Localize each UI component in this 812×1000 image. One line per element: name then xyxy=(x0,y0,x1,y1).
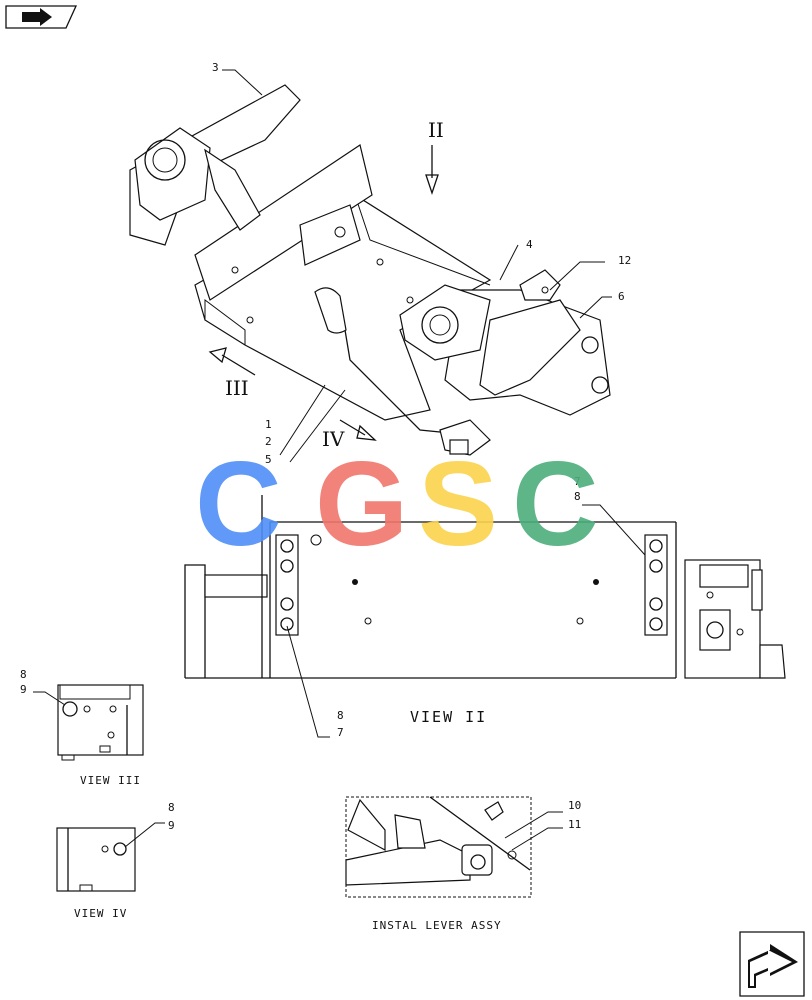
caption-view-iv: VIEW IV xyxy=(74,907,127,920)
view-arrow-ii: II xyxy=(425,118,444,196)
callout-11: 11 xyxy=(568,818,581,831)
callout-8-view-iv: 8 xyxy=(168,801,175,814)
callout-3: 3 xyxy=(212,61,219,74)
watermark-letter-s: S xyxy=(418,437,498,571)
callout-2: 2 xyxy=(265,435,272,448)
callout-1: 1 xyxy=(265,418,272,431)
view-arrow-ii-label: II xyxy=(428,118,444,142)
main-assembly xyxy=(129,84,611,456)
callout-lines xyxy=(33,69,646,851)
callout-12: 12 xyxy=(618,254,631,267)
callout-10: 10 xyxy=(568,799,581,812)
callout-7-upper: 7 xyxy=(574,475,581,488)
instal-lever-drawing xyxy=(345,796,532,898)
caption-instal-lever-assy: INSTAL LEVER ASSY xyxy=(372,919,502,932)
view-arrow-iv: IV xyxy=(322,419,377,451)
watermark-letter-c2: C xyxy=(512,437,599,571)
caption-view-ii: VIEW II xyxy=(410,708,487,726)
callout-9-view-iv: 9 xyxy=(168,819,175,832)
callout-4: 4 xyxy=(526,238,533,251)
callout-7-lower: 7 xyxy=(337,726,344,739)
callout-8-lower: 8 xyxy=(337,709,344,722)
callout-8-upper: 8 xyxy=(574,490,581,503)
callout-5: 5 xyxy=(265,453,272,466)
view-ii-drawing xyxy=(184,495,786,679)
view-arrow-iii: III xyxy=(208,347,256,400)
view-iv-drawing xyxy=(56,827,136,892)
nav-forward-icon[interactable] xyxy=(739,931,805,997)
view-arrow-iv-label: IV xyxy=(322,427,345,451)
view-arrow-iii-label: III xyxy=(225,376,249,400)
callout-6: 6 xyxy=(618,290,625,303)
nav-back-icon[interactable] xyxy=(5,5,78,29)
callout-8-view-iii: 8 xyxy=(20,668,27,681)
watermark-letter-c1: C xyxy=(195,437,282,571)
callout-9-view-iii: 9 xyxy=(20,683,27,696)
caption-view-iii: VIEW III xyxy=(80,774,141,787)
watermark-letter-g: G xyxy=(315,437,408,571)
view-iii-drawing xyxy=(57,684,144,761)
cgsc-watermark: C G S C xyxy=(195,437,599,571)
